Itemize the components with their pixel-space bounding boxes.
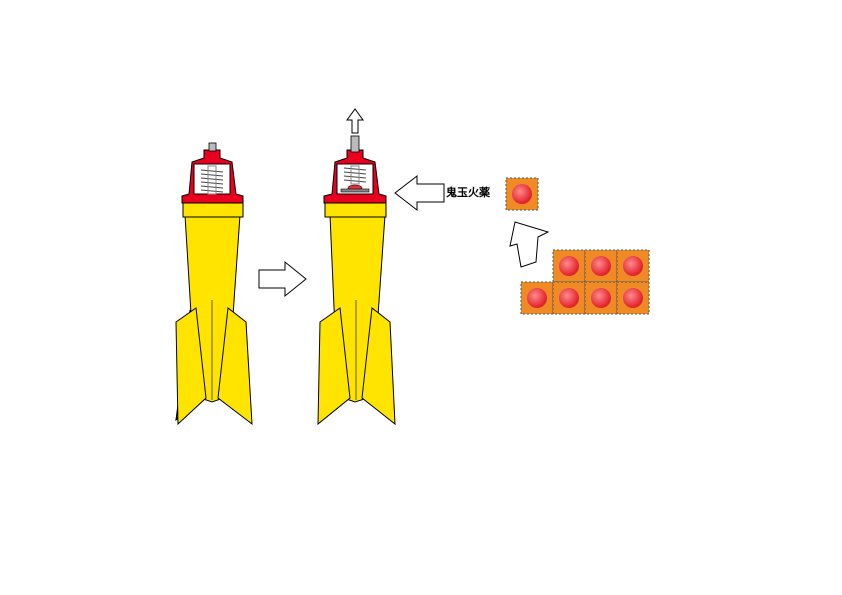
up-arrow-icon — [346, 108, 364, 134]
gunpowder-label-text: 鬼玉火薬 — [446, 186, 490, 199]
diagonal-arrow-icon — [509, 221, 550, 268]
rocket-before-icon — [175, 142, 253, 426]
rocket-after-icon — [317, 135, 396, 426]
right-arrow-icon — [258, 260, 307, 298]
gunpowder-stack-icon — [520, 249, 650, 315]
left-arrow-icon — [394, 174, 445, 212]
gunpowder-single-icon — [505, 177, 539, 211]
